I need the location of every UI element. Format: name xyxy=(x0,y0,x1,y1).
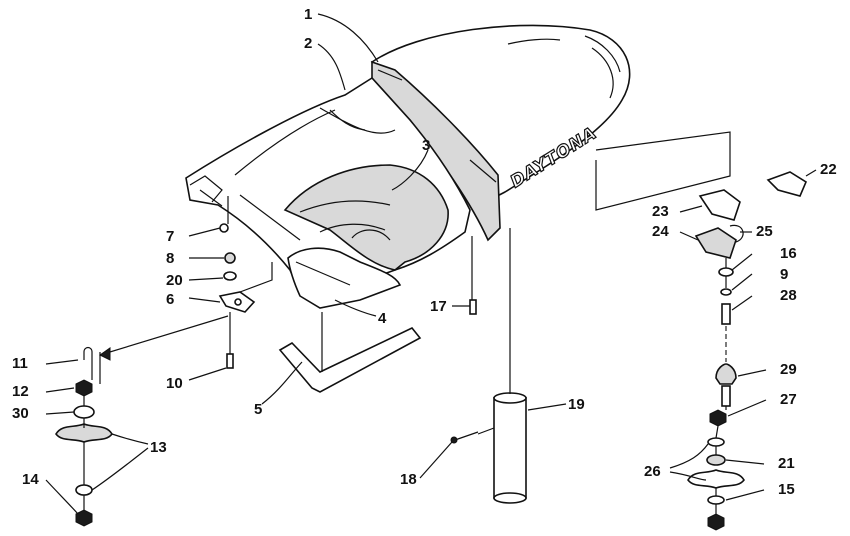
callout-14: 14 xyxy=(22,471,39,488)
callout-labels: 1 2 3 4 5 6 7 8 9 10 11 12 13 14 15 16 1… xyxy=(12,6,837,498)
screw-17 xyxy=(469,299,477,315)
callout-11: 11 xyxy=(12,355,28,372)
nut-12 xyxy=(75,379,93,397)
callout-19: 19 xyxy=(568,396,585,413)
callout-24: 24 xyxy=(652,223,669,240)
cylinder-19 xyxy=(493,392,527,504)
callout-4: 4 xyxy=(378,310,387,327)
callout-3: 3 xyxy=(422,137,430,154)
washer-9 xyxy=(720,288,732,296)
screw-7 xyxy=(219,223,229,233)
nut-15 xyxy=(707,513,725,531)
callout-8: 8 xyxy=(166,250,174,267)
callout-18: 18 xyxy=(400,471,417,488)
callout-30: 30 xyxy=(12,405,29,422)
bolt-28 xyxy=(721,303,731,325)
washer-26a xyxy=(707,437,725,447)
washer-30 xyxy=(73,405,95,419)
callout-16: 16 xyxy=(780,245,797,262)
washer-16 xyxy=(718,267,734,277)
stud-29 xyxy=(715,363,737,385)
callout-21: 21 xyxy=(778,455,795,472)
nut-27 xyxy=(709,409,727,427)
screw-18 xyxy=(454,431,479,441)
callout-20: 20 xyxy=(166,272,183,289)
seat-tray xyxy=(287,247,402,309)
callout-15: 15 xyxy=(778,481,795,498)
callout-6: 6 xyxy=(166,291,174,308)
callout-5: 5 xyxy=(254,401,262,418)
callout-10: 10 xyxy=(166,375,183,392)
hinge-22 xyxy=(766,171,808,197)
seat-assembly: DAYTONA xyxy=(185,24,631,309)
nut-8 xyxy=(224,252,236,264)
knob-26 xyxy=(687,469,745,489)
callout-27: 27 xyxy=(780,391,797,408)
callout-1: 1 xyxy=(304,6,312,23)
callout-26: 26 xyxy=(644,463,661,480)
callout-28: 28 xyxy=(780,287,797,304)
callout-22: 22 xyxy=(820,161,837,178)
washer-26b xyxy=(707,495,725,505)
callout-7: 7 xyxy=(166,228,174,245)
callout-29: 29 xyxy=(780,361,797,378)
latch-23 xyxy=(698,189,741,221)
callout-25: 25 xyxy=(756,223,773,240)
callout-13: 13 xyxy=(150,439,167,456)
j-hook xyxy=(83,346,101,384)
callout-2: 2 xyxy=(304,35,312,52)
leader-lines xyxy=(45,13,817,515)
callout-12: 12 xyxy=(12,383,29,400)
plate-24 xyxy=(694,227,737,259)
spring-25 xyxy=(729,224,744,243)
callout-17: 17 xyxy=(430,298,447,315)
callout-23: 23 xyxy=(652,203,669,220)
bolt-10 xyxy=(226,353,234,369)
washer-13-lower xyxy=(75,484,93,496)
washer-21 xyxy=(706,454,726,466)
nut-14 xyxy=(75,509,93,527)
l-rod xyxy=(278,327,422,393)
washer-20 xyxy=(223,271,237,281)
callout-9: 9 xyxy=(780,266,788,283)
seat-foam-pad xyxy=(283,164,449,271)
